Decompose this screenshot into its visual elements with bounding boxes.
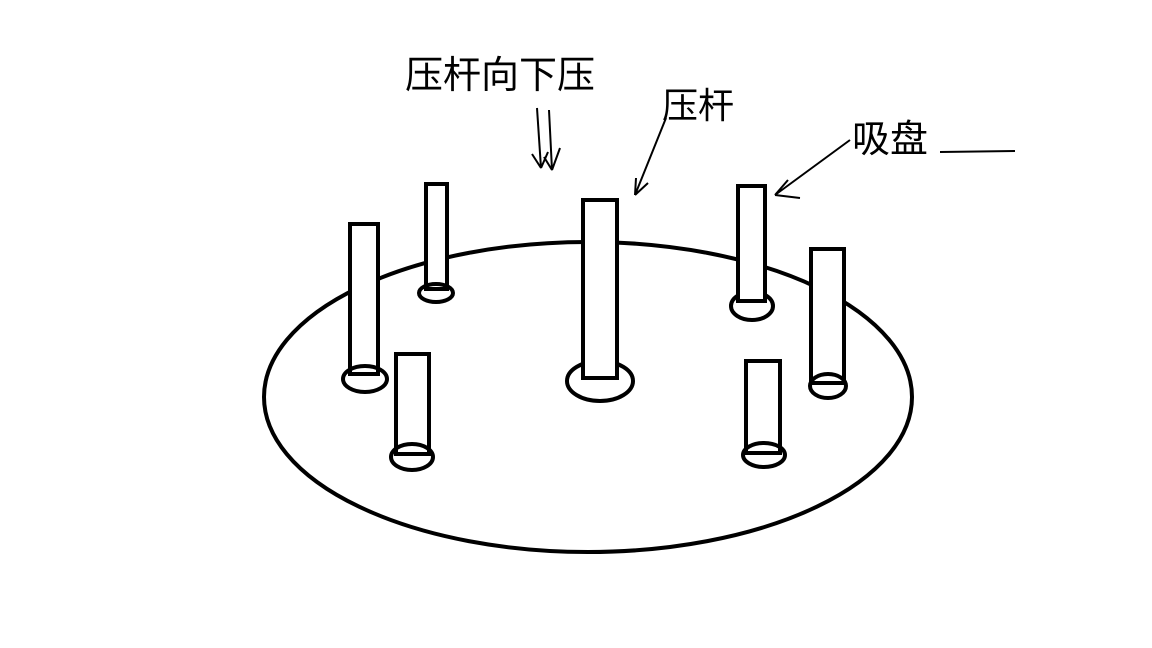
suction-ring — [741, 441, 787, 469]
suction-ring — [341, 364, 389, 394]
press-rod-4 — [565, 198, 635, 403]
rod-body — [424, 182, 449, 291]
rod-body — [736, 184, 767, 303]
suction-ring — [808, 372, 848, 400]
press-rod-2 — [417, 182, 455, 304]
suction-ring — [417, 282, 455, 304]
press-rod-1 — [341, 222, 389, 394]
rod-body — [348, 222, 380, 376]
rod-body — [744, 359, 782, 455]
suction-cup-pointer-arrow — [774, 139, 851, 199]
suction-cup-underline — [939, 150, 1016, 153]
press-rod-label: 压杆 — [662, 86, 734, 127]
suction-cup-label: 吸盘 — [852, 117, 928, 161]
rod-body — [581, 198, 619, 380]
press-rod-7 — [741, 359, 787, 469]
suction-ring — [389, 442, 435, 472]
press-direction-label: 压杆向下压 — [405, 53, 595, 97]
press-rod-pointer-arrow — [634, 117, 667, 196]
rod-body — [394, 352, 431, 456]
press-rod-5 — [729, 184, 775, 322]
press-rod-3 — [389, 352, 435, 472]
rod-body — [809, 247, 846, 385]
press-rod-6 — [808, 247, 848, 400]
down-arrows-icon — [531, 107, 561, 171]
